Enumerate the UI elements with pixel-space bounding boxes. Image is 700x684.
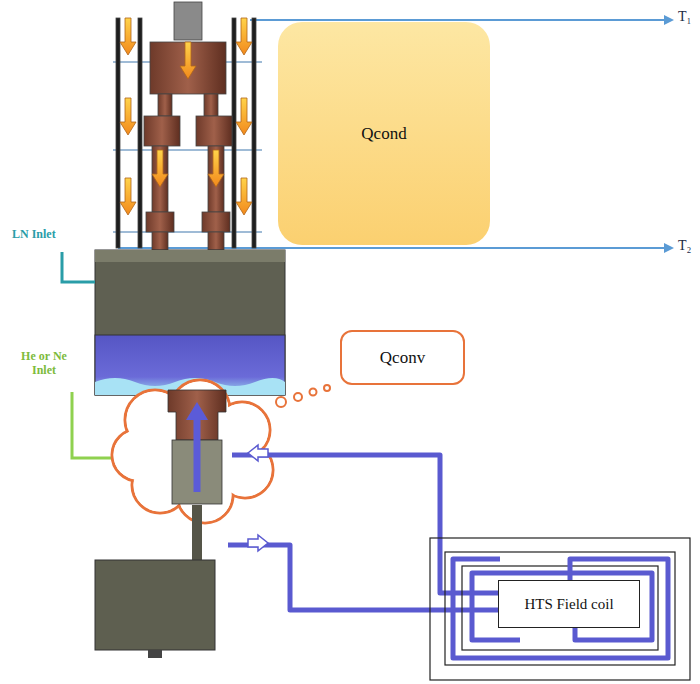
coil-box: HTS Field coil xyxy=(498,580,640,628)
heat-box: Qconv xyxy=(340,330,465,385)
temperature-label: T₂ xyxy=(678,238,691,254)
inlet-label: LN Inlet xyxy=(12,228,56,242)
inlet-label: He or Ne Inlet xyxy=(16,350,72,378)
temperature-label: T₁ xyxy=(678,9,691,25)
node-label: Qconv xyxy=(380,348,425,368)
node-label: Qcond xyxy=(361,124,406,144)
node-label: HTS Field coil xyxy=(524,596,613,613)
heat-box: Qcond xyxy=(278,22,490,245)
